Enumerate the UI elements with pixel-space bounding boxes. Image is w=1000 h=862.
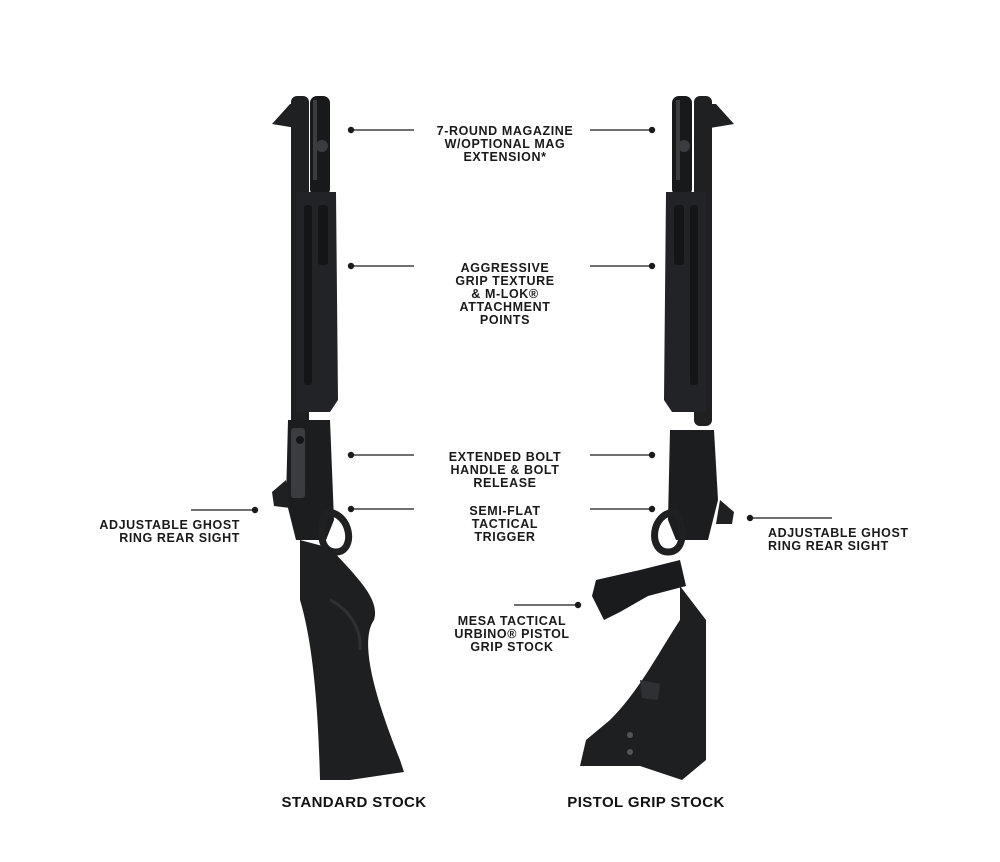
stock-cheek-rest-right	[640, 680, 660, 700]
bolt-release-left	[296, 436, 304, 444]
leader-dot-magazine-right	[648, 126, 656, 134]
callout-grip-texture: AGGRESSIVE GRIP TEXTURE & M-LOK® ATTACHM…	[455, 261, 555, 327]
mlok-slot-right	[674, 205, 684, 265]
forend-right	[664, 192, 706, 412]
caption-pistol-grip-stock: PISTOL GRIP STOCK	[567, 794, 725, 811]
leader-dot-trigger-right	[648, 505, 656, 513]
barrel-highlight-right	[676, 100, 680, 180]
leader-dot-trigger-left	[347, 505, 355, 513]
leader-dot-grip-right	[648, 262, 656, 270]
trigger-guard-left	[317, 508, 353, 556]
stock-contour-left	[329, 598, 362, 651]
mlok-slot-left	[318, 205, 328, 265]
barrel-clamp-screw-left	[316, 140, 328, 152]
callout-rear-sight-right: ADJUSTABLE GHOST RING REAR SIGHT	[768, 526, 909, 553]
leader-dot-grip-left	[347, 262, 355, 270]
forend-left	[296, 192, 338, 412]
leader-lines	[191, 126, 832, 609]
callout-bolt: EXTENDED BOLT HANDLE & BOLT RELEASE	[448, 450, 562, 490]
caption-standard-stock: STANDARD STOCK	[281, 794, 427, 811]
forend-texture-left	[304, 205, 312, 385]
callout-trigger: SEMI-FLAT TACTICAL TRIGGER	[469, 504, 541, 544]
front-sight-right	[710, 104, 734, 128]
leader-dot-magazine-left	[347, 126, 355, 134]
leader-dot-bolt-left	[347, 451, 355, 459]
callout-pistol-grip-stock: MESA TACTICAL URBINO® PISTOL GRIP STOCK	[454, 614, 570, 654]
rear-sight-left-shape	[272, 480, 290, 508]
leader-dot-rear-sight-left	[251, 506, 259, 514]
receiver-right	[668, 430, 718, 540]
rear-sight-right-shape	[716, 500, 734, 524]
callout-magazine: 7-ROUND MAGAZINE W/OPTIONAL MAG EXTENSIO…	[436, 124, 574, 164]
leader-dot-bolt-right	[648, 451, 656, 459]
shotgun-pistol-grip-stock	[580, 96, 734, 780]
bolt-handle-left	[291, 428, 305, 498]
callout-rear-sight-left: ADJUSTABLE GHOST RING REAR SIGHT	[99, 518, 240, 545]
trigger-guard-right	[651, 508, 686, 556]
front-sight-left	[272, 104, 296, 128]
pistol-grip	[592, 560, 686, 620]
stock-screw-right-1	[627, 732, 633, 738]
standard-stock	[300, 540, 404, 780]
shotgun-standard-stock	[272, 96, 404, 780]
barrel-clamp-screw-right	[678, 140, 690, 152]
barrel-highlight-left	[313, 100, 317, 180]
forend-texture-right	[690, 205, 698, 385]
stock-screw-right-2	[627, 749, 633, 755]
leader-dot-rear-sight-right	[746, 514, 754, 522]
leader-dot-pistol-grip	[574, 601, 582, 609]
